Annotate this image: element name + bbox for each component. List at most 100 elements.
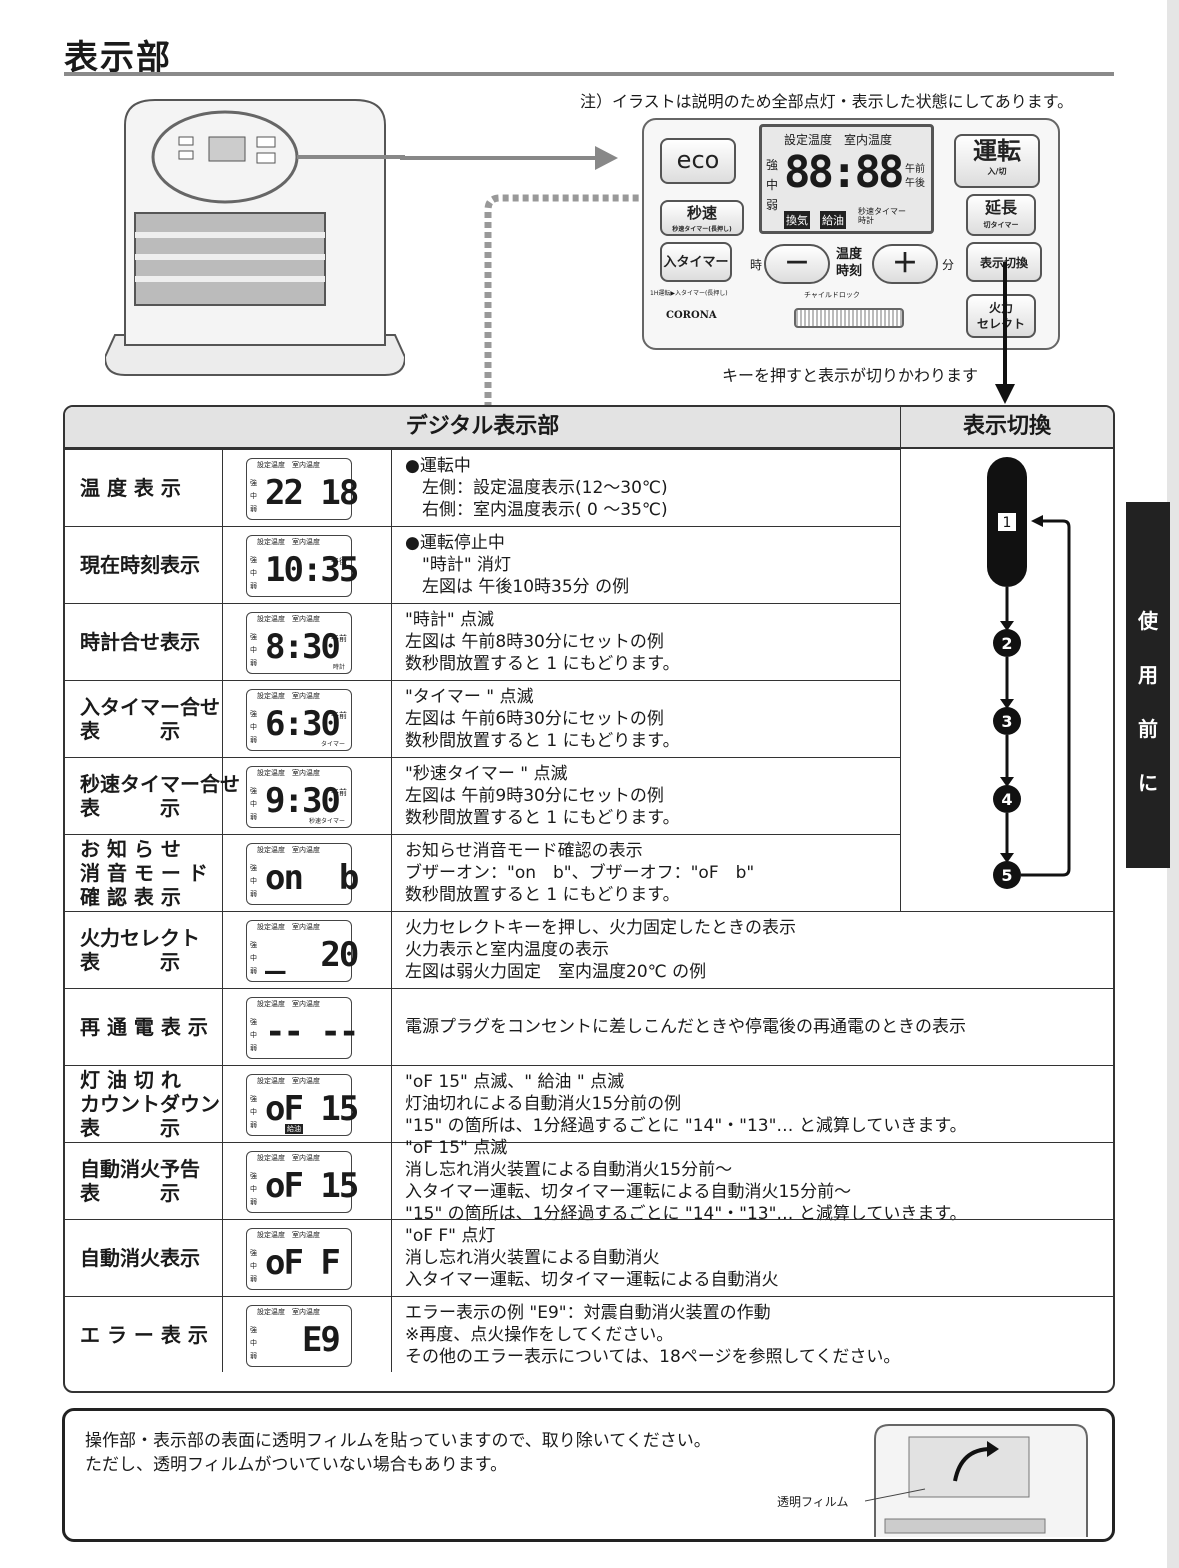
lcd-header: 設定温度 室内温度 [257,846,320,854]
child-lock-label: チャイルドロック [804,291,860,299]
row-desc-line: 数秒間放置すると 1 にもどります。 [405,885,680,905]
lcd-display: 設定温度 室内温度強中弱 E9 [246,1305,352,1367]
row-desc-line: ●運転中 [405,456,471,476]
byousoku-button[interactable]: 秒速 秒速タイマー(長押し) [660,200,744,236]
row-desc-line: "oF 15" 点滅、" 給油 " 点滅 [405,1072,625,1092]
table-row: エ ラ ー 表 示設定温度 室内温度強中弱 E9 エラー表示の例 "E9"：対震自… [65,1296,1113,1372]
lcd-header: 設定温度 室内温度 [257,1231,320,1239]
lcd-side: 強中弱 [250,1249,257,1283]
row-desc-line: 灯油切れによる自動消火15分前の例 [405,1094,682,1114]
lcd-value: 10:35 [265,550,359,590]
row-desc-line: エラー表示の例 "E9"：対震自動消火装置の作動 [405,1302,771,1323]
lcd-header: 設定温度 室内温度 [257,1308,320,1316]
lcd-ampm: 午前 [331,788,347,797]
row-desc: 火力セレクトキーを押し、火力固定したときの表示火力表示と室内温度の表示左図は弱火… [405,912,1105,988]
plus-button[interactable]: ＋ [872,244,938,284]
lcd-side: 強中弱 [250,633,257,667]
table-header: デジタル表示部 表示切換 [65,407,1113,449]
lcd-display: 設定温度 室内温度強中弱-- -- [246,997,359,1059]
fun-label: 分 [942,258,955,272]
row-desc-line: 電源プラグをコンセントに差しこんだときや停電後の再通電のときの表示 [405,1017,966,1037]
row-label: 時計合せ表示 [65,604,223,680]
row-label: 温 度 表 示 [65,450,223,526]
step-1: 1 [1003,515,1012,531]
lcd-sub: タイマー [320,741,345,748]
lcd-value: 8:30 [265,627,341,667]
panel-lcd-kanki: 換気 [784,211,810,229]
row-desc-line: "時計" 消灯 [405,555,512,575]
row-desc-line: 左図は弱火力固定 室内温度20℃ の例 [405,962,707,982]
lcd-header: 設定温度 室内温度 [257,923,320,931]
panel-lcd-timers: 秒速タイマー 時計 [858,207,906,225]
row-desc-line: ※再度、点火操作をしてください。 [405,1324,674,1345]
row-desc: お知らせ消音モード確認の表示ブザーオン："on b"、ブザーオフ："oF b"数… [405,835,1105,911]
lcd-tag: 給油 [285,1124,303,1134]
row-desc-line: 入タイマー運転、切タイマー運転による自動消火 [405,1270,779,1290]
lcd-value: -- -- [265,1012,359,1052]
minus-button[interactable]: － [764,244,830,284]
row-desc-line: 左図は 午前8時30分にセットの例 [405,632,664,652]
iri-timer-sub: 1H運転▶入タイマー(長押し) [650,290,728,297]
lcd-value: _ 20 [265,935,359,975]
lcd-side: 強中弱 [250,710,257,744]
row-desc: "時計" 点滅左図は 午前8時30分にセットの例数秒間放置すると 1 にもどりま… [405,604,1105,680]
film-heater-illustration [865,1424,1088,1537]
enchou-button[interactable]: 延長 切タイマー [966,194,1036,236]
unten-button[interactable]: 運転 入/切 [954,134,1040,188]
row-desc-line: "タイマー " 点滅 [405,687,534,707]
heater-illustration [105,99,405,376]
lcd-side: 強中弱 [250,556,257,590]
lcd-value: oF 15 [265,1166,359,1206]
row-label: 自動消火表示 [65,1220,223,1296]
step-2: 2 [1001,634,1012,653]
lcd-value: E9 [265,1320,341,1360]
film-notice-box: 操作部・表示部の表面に透明フィルムを貼っていますので、取り除いてください。 ただ… [62,1408,1115,1542]
row-desc-line: 左側：設定温度表示(12～30℃) [405,478,668,498]
row-desc: "タイマー " 点滅左図は 午前6時30分にセットの例数秒間放置すると 1 にも… [405,681,1105,757]
switch-flow-diagram: 1 2 3 4 5 [987,457,1071,889]
row-label: エ ラ ー 表 示 [65,1297,223,1372]
title-rule [64,72,1114,76]
row-lcd: 設定温度 室内温度強中弱-- -- [224,989,392,1065]
side-tab: 使 用 前 に [1126,502,1170,868]
panel-lcd-ampm: 午前午後 [905,164,925,189]
row-desc: ●運転中 左側：設定温度表示(12～30℃) 右側：室内温度表示( 0 ～35℃… [405,450,1105,526]
lcd-ampm: 午後 [331,557,347,566]
head-switch: 表示切換 [900,407,1113,447]
karyoku-select-button[interactable]: 火力 セレクト [966,294,1036,338]
row-desc-line: "時計" 点滅 [405,610,495,630]
row-label: 火力セレクト 表 示 [65,912,223,988]
iri-timer-button[interactable]: 入タイマー [660,242,732,282]
row-label: 再 通 電 表 示 [65,989,223,1065]
row-desc-line: "15" の箇所は、1分経過するごとに "14"・"13"… と減算していきます… [405,1116,967,1136]
lcd-value: 6:30 [265,704,341,744]
lcd-side: 強中弱 [250,1172,257,1206]
lcd-sub: 時計 [332,664,345,671]
lcd-display: 設定温度 室内温度強中弱 oF F [246,1228,352,1290]
row-label: 現在時刻表示 [65,527,223,603]
illustration-note: 注）イラストは説明のため全部点灯・表示した状態にしてあります。 [580,92,1074,111]
lcd-value: oF F [265,1243,341,1283]
arrow-to-panel-icon [400,146,618,170]
row-desc: ●運転停止中 "時計" 消灯 左図は 午後10時35分 の例 [405,527,1105,603]
row-desc-line: お知らせ消音モード確認の表示 [405,841,643,861]
eco-button[interactable]: eco [660,138,736,184]
panel-lcd: 設定温度 室内温度 強中弱 88:88 午前午後 換気 給油 秒速タイマー 時計 [759,124,934,234]
row-desc: "oF 15" 点滅、" 給油 " 点滅灯油切れによる自動消火15分前の例"15… [405,1066,1105,1142]
step-3: 3 [1001,712,1012,731]
page-edge [1167,0,1179,1568]
lcd-header: 設定温度 室内温度 [257,692,320,700]
